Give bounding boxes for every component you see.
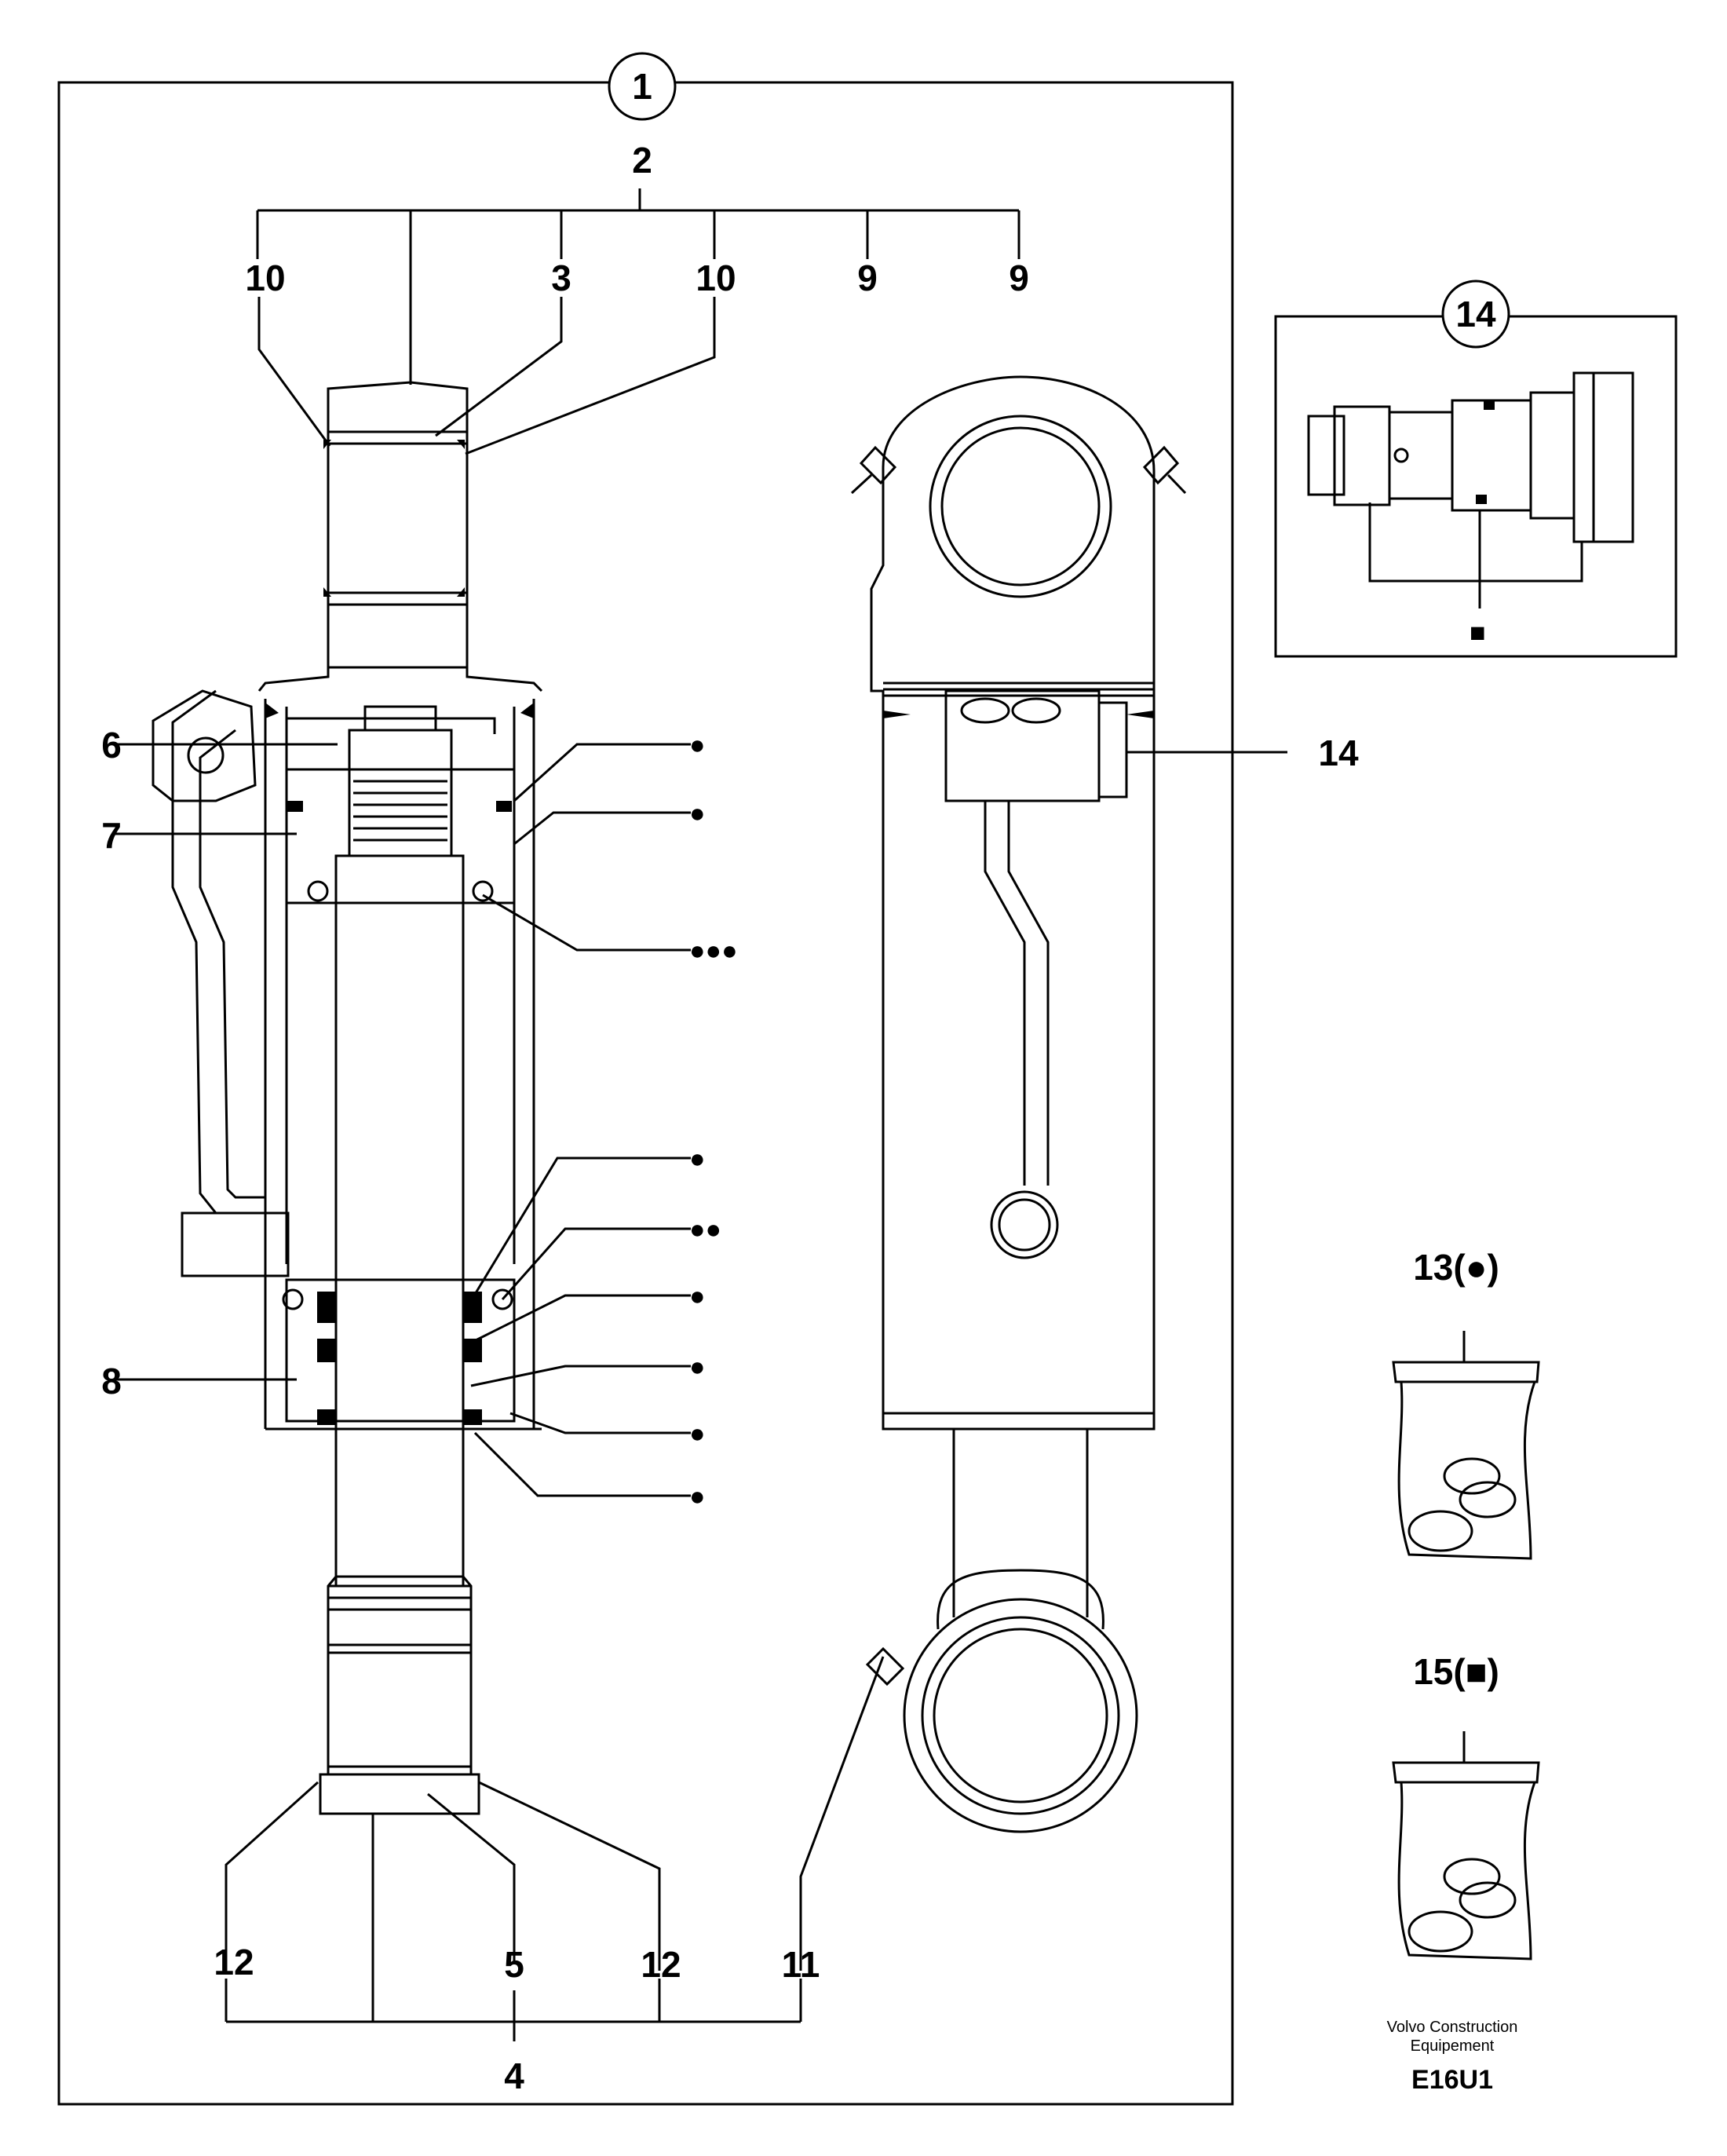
callout-11: 11 (782, 1944, 820, 1985)
right-cylinder (850, 375, 1287, 1833)
seal-leaders (114, 743, 691, 1497)
callout-14-circle (1441, 280, 1510, 349)
callout-1: 1 (632, 66, 652, 107)
marker-dot2: ●● (689, 1215, 721, 1244)
bracket-2 (256, 188, 1020, 385)
left-rod-end-bottom (319, 1575, 480, 1815)
callout-12-left: 12 (214, 1942, 254, 1982)
leader-10-right (465, 297, 716, 455)
callout-4: 4 (504, 2056, 524, 2096)
callout-3: 3 (551, 258, 571, 298)
pipe-flange (181, 1211, 290, 1277)
callout-5: 5 (504, 1944, 524, 1985)
marker-dot-6: ● (689, 1419, 706, 1449)
pipe-bracket (152, 689, 257, 802)
leader-5 (427, 1792, 516, 1963)
leader-12-left (225, 1781, 319, 1971)
marker-dot3: ●●● (689, 936, 738, 966)
callout-2: 2 (632, 140, 652, 181)
seal-kit-label: 13(●) (1413, 1247, 1499, 1288)
callout-12-right: 12 (641, 1944, 681, 1985)
valve-kit-bag (1392, 1731, 1540, 1960)
callout-14: 14 (1318, 733, 1359, 773)
callout-9-left: 9 (857, 258, 878, 298)
left-rod-eye (327, 381, 469, 669)
piston-top (285, 705, 516, 904)
leader-11 (799, 1656, 885, 1971)
callout-7: 7 (101, 815, 122, 856)
piston-rod (334, 854, 465, 1588)
marker-dot-1: ● (689, 730, 706, 760)
callout-8: 8 (101, 1361, 122, 1401)
marker-dot-5: ● (689, 1352, 706, 1382)
leader-3 (435, 297, 563, 437)
marker-square: ■ (1470, 618, 1486, 648)
callout-1-circle (608, 52, 677, 121)
callout-10-left: 10 (245, 258, 285, 298)
leader-10-left (257, 297, 331, 447)
brand-line-1: Volvo Construction (1387, 2019, 1518, 2036)
gland (282, 1278, 516, 1423)
marker-dot-4: ● (689, 1281, 706, 1311)
leader-12-right (478, 1781, 661, 1971)
seal-kit-bag (1392, 1331, 1540, 1560)
callout-14-inset: 14 (1455, 294, 1496, 334)
brand-line-2: Equipement (1411, 2037, 1495, 2055)
callout-6: 6 (101, 725, 122, 766)
marker-dot-3: ● (689, 1144, 706, 1174)
diagram-code: E16U1 (1411, 2065, 1493, 2095)
marker-dot-7: ● (689, 1482, 706, 1511)
callout-9-right: 9 (1009, 258, 1029, 298)
bracket-4 (225, 1814, 802, 2041)
main-frame (57, 81, 1234, 2106)
pipe-bracket-hole (187, 736, 225, 774)
seal-marks (265, 400, 1495, 1425)
valve-kit-label: 15(■) (1413, 1651, 1499, 1692)
valve-detail (1307, 371, 1634, 608)
callout-10-right: 10 (696, 258, 736, 298)
marker-dot-2: ● (689, 798, 706, 828)
left-pipe (171, 689, 265, 1215)
head-shoulder (257, 667, 543, 692)
